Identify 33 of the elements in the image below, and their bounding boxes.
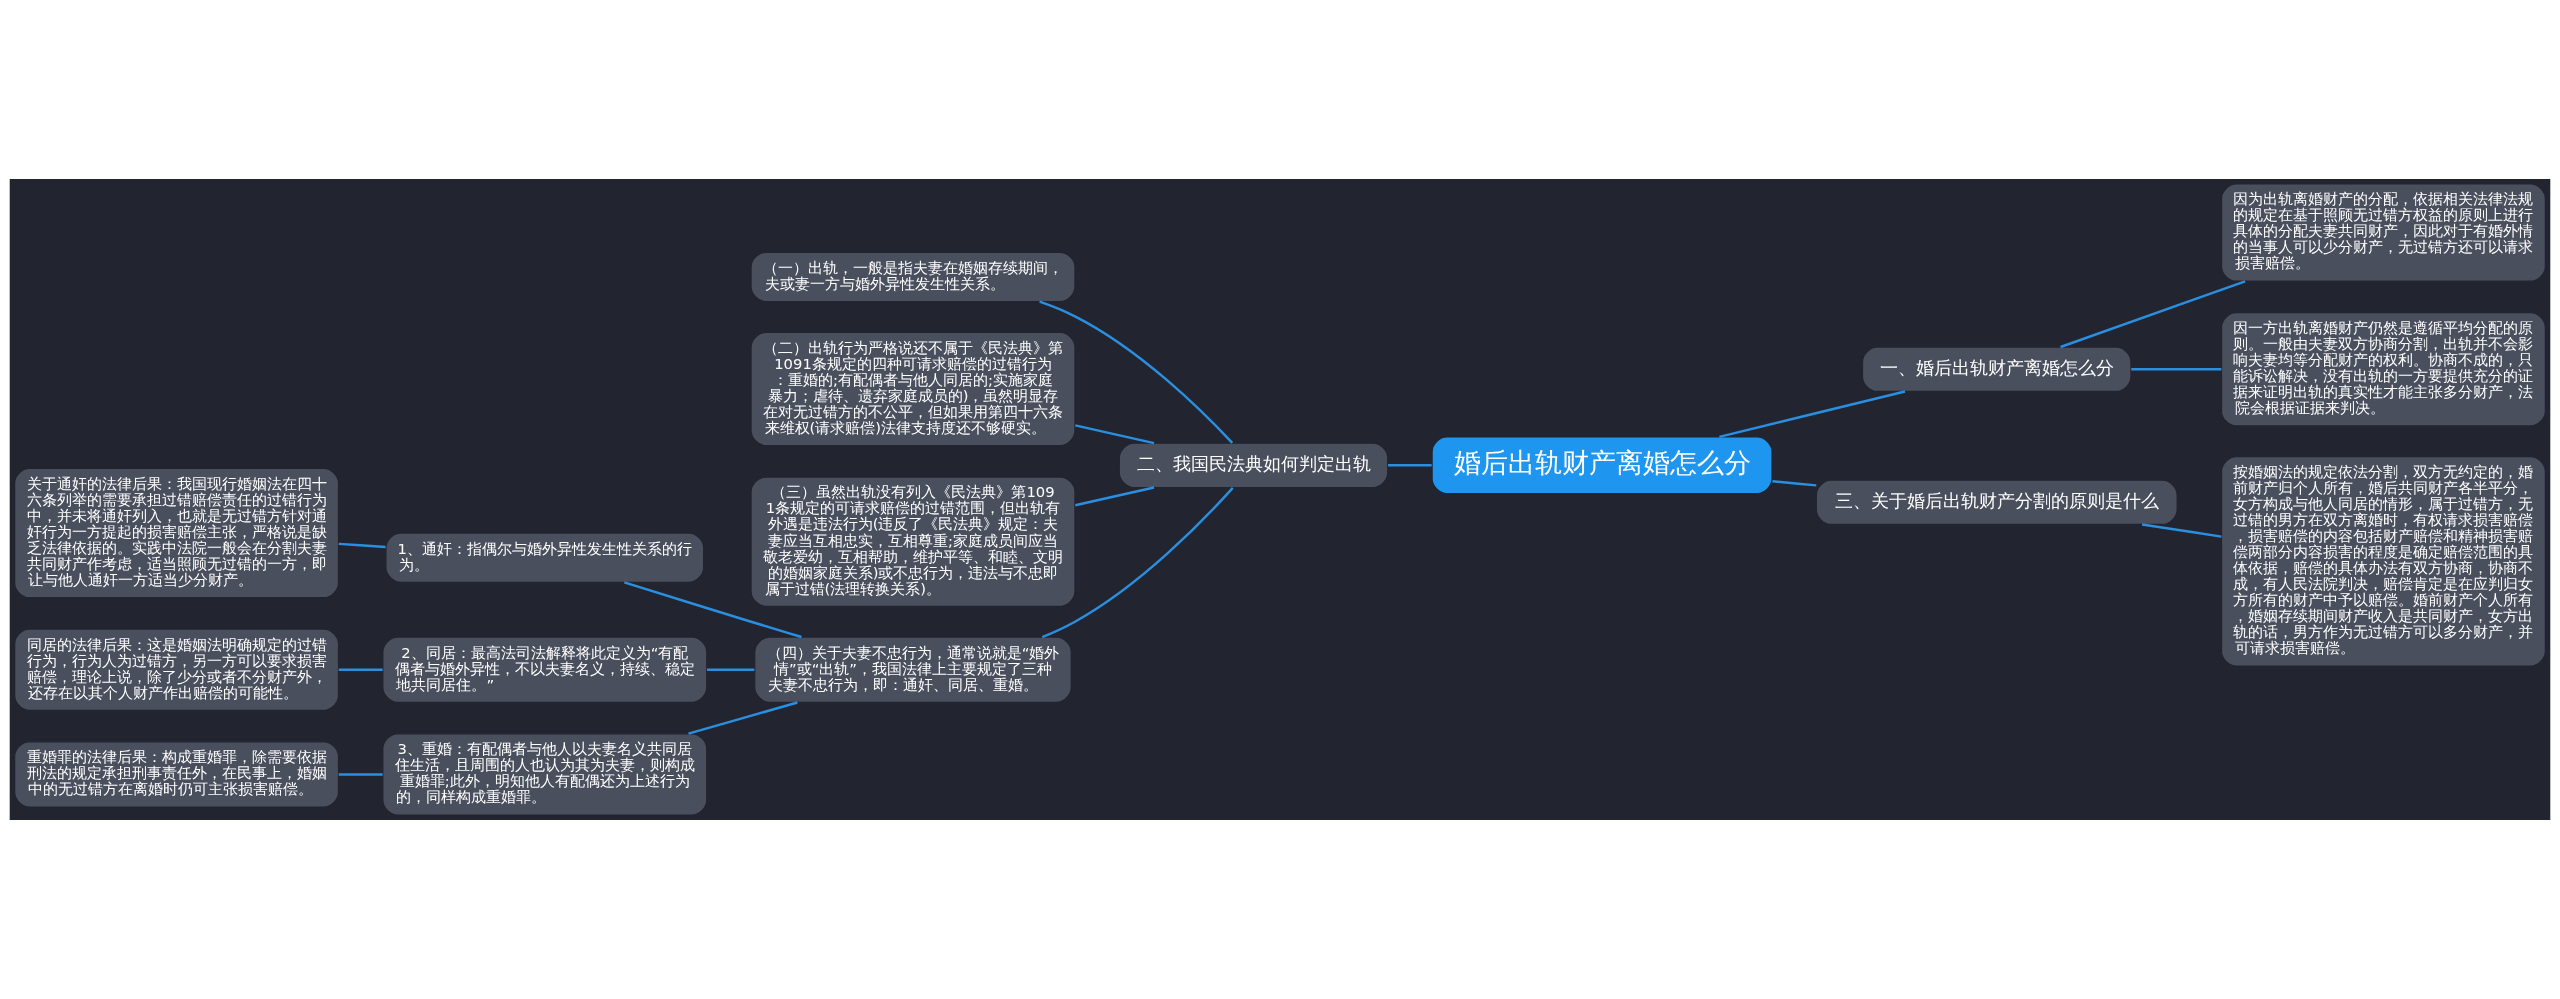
node-box: 重婚罪的法律后果：构成重婚罪，除需要依据刑法的规定承担刑事责任外，在民事上，婚姻中的无过错方在离婚时仍可主张损害赔偿。 [14, 741, 340, 808]
connector [1039, 300, 1234, 444]
connector [338, 542, 386, 549]
connector [707, 668, 755, 671]
node-box: 关于通奸的法律后果：我国现行婚姻法在四十六条列举的需要承担过错赔偿责任的过错行为中，并未将通奸列入，也就是无过错方针对通奸行为一方提起的损害赔偿主张，严格说是缺乏法律依据的。实践中法院一般会在分割夫妻共同财产作考虑，适当照顾无过错的一方，即让与他人通奸一方适当少分财产。 [14, 467, 340, 599]
connector [1388, 464, 1432, 467]
node-box: （三）虽然出轨没有列入《民法典》第1091条规定的可请求赔偿的过错范围，但出轨有外遇是违法行为(违反了《民法典》规定：夫妻应当互相忠实，互相尊重;家庭成员间应当敬老爱幼，互相帮助，维护平等、和睦、文明的婚姻家庭关系)或不忠行为，违法与不忠即属于过错(法理转换关系)。 [750, 476, 1076, 607]
node-box: 因为出轨离婚财产的分配，依据相关法律法规的规定在基于照顾无过错方权益的原则上进行具体的分配夫妻共同财产，因此对于有婚外情的当事人可以少分财产，无过错方还可以请求损害赔偿。 [2220, 183, 2546, 282]
node-box: 1、通奸：指偶尔与婚外异性发生性关系的行为。 [385, 532, 705, 583]
connector [1772, 480, 1817, 487]
connector [623, 581, 802, 639]
node-box: 2、同居：最高法司法解释将此定义为“有配偶者与婚外异性，不以夫妻名义，持续、稳定地共同居住。” [382, 636, 708, 703]
node-box: 三、关于婚后出轨财产分割的原则是什么 [1815, 479, 2178, 526]
connector [338, 773, 383, 776]
connector [338, 668, 383, 671]
node-box: 3、重婚：有配偶者与他人以夫妻名义共同居住生活，且周围的人也认为其为夫妻，则构成重婚罪;此外，明知他人有配偶还为上述行为的，同样构成重婚罪。 [382, 733, 708, 816]
connector [1075, 424, 1155, 445]
node-box: （四）关于夫妻不忠行为，通常说就是“婚外情”或“出轨”，我国法律上主要规定了三种夫妻不忠行为，即：通奸、同居、重婚。 [754, 636, 1072, 703]
node-box: 婚后出轨财产离婚怎么分 [1431, 436, 1773, 495]
connector [2060, 280, 2246, 349]
node-box: 二、我国民法典如何判定出轨 [1118, 442, 1389, 489]
connector [688, 701, 798, 735]
node-box: （一）出轨，一般是指夫妻在婚姻存续期间，夫或妻一方与婚外异性发生性关系。 [750, 251, 1076, 303]
node-box: 因一方出轨离婚财产仍然是遵循平均分配的原则。一般由夫妻双方协商分割，出轨并不会影响夫妻均等分配财产的权利。协商不成的，只能诉讼解决，没有出轨的一方要提供充分的证据来证明出轨的真实性才能主张多分财产，法院会根据证据来判决。 [2220, 312, 2546, 427]
connector [2141, 523, 2222, 538]
connector [1075, 486, 1155, 507]
connector [1719, 390, 1906, 439]
node-box: 同居的法律后果：这是婚姻法明确规定的过错行为，行为人为过错方，另一方可以要求损害赔偿，理论上说，除了少分或者不分财产外，还存在以其个人财产作出赔偿的可能性。 [14, 628, 340, 711]
node-box: 按婚姻法的规定依法分割，双方无约定的，婚前财产归个人所有，婚后共同财产各半平分，女方构成与他人同居的情形，属于过错方，无过错的男方在双方离婚时，有权请求损害赔偿，损害赔偿的内容包括财产赔偿和精神损害赔偿两部分内容损害的程度是确定赔偿范围的具体依据，赔偿的具体办法有双方协商，协商不成，有人民法院判决，赔偿肯定是在应判归女方所有的财产中予以赔偿。婚前财产个人所有，婚姻存续期间财产收入是共同财产，女方出轨的话，男方作为无过错方可以多分财产，并可请求损害赔偿。 [2220, 456, 2546, 667]
connector [1041, 487, 1234, 639]
node-box: （二）出轨行为严格说还不属于《民法典》第1091条规定的四种可请求赔偿的过错行为：重婚的;有配偶者与他人同居的;实施家庭暴力；虐待、遗弃家庭成员的)，虽然明显存在对无过错方的不公平，但如果用第四十六条来维权(请求赔偿)法律支持度还不够硬实。 [750, 331, 1076, 447]
connector [2131, 368, 2222, 371]
node-box: 一、婚后出轨财产离婚怎么分 [1861, 346, 2132, 393]
